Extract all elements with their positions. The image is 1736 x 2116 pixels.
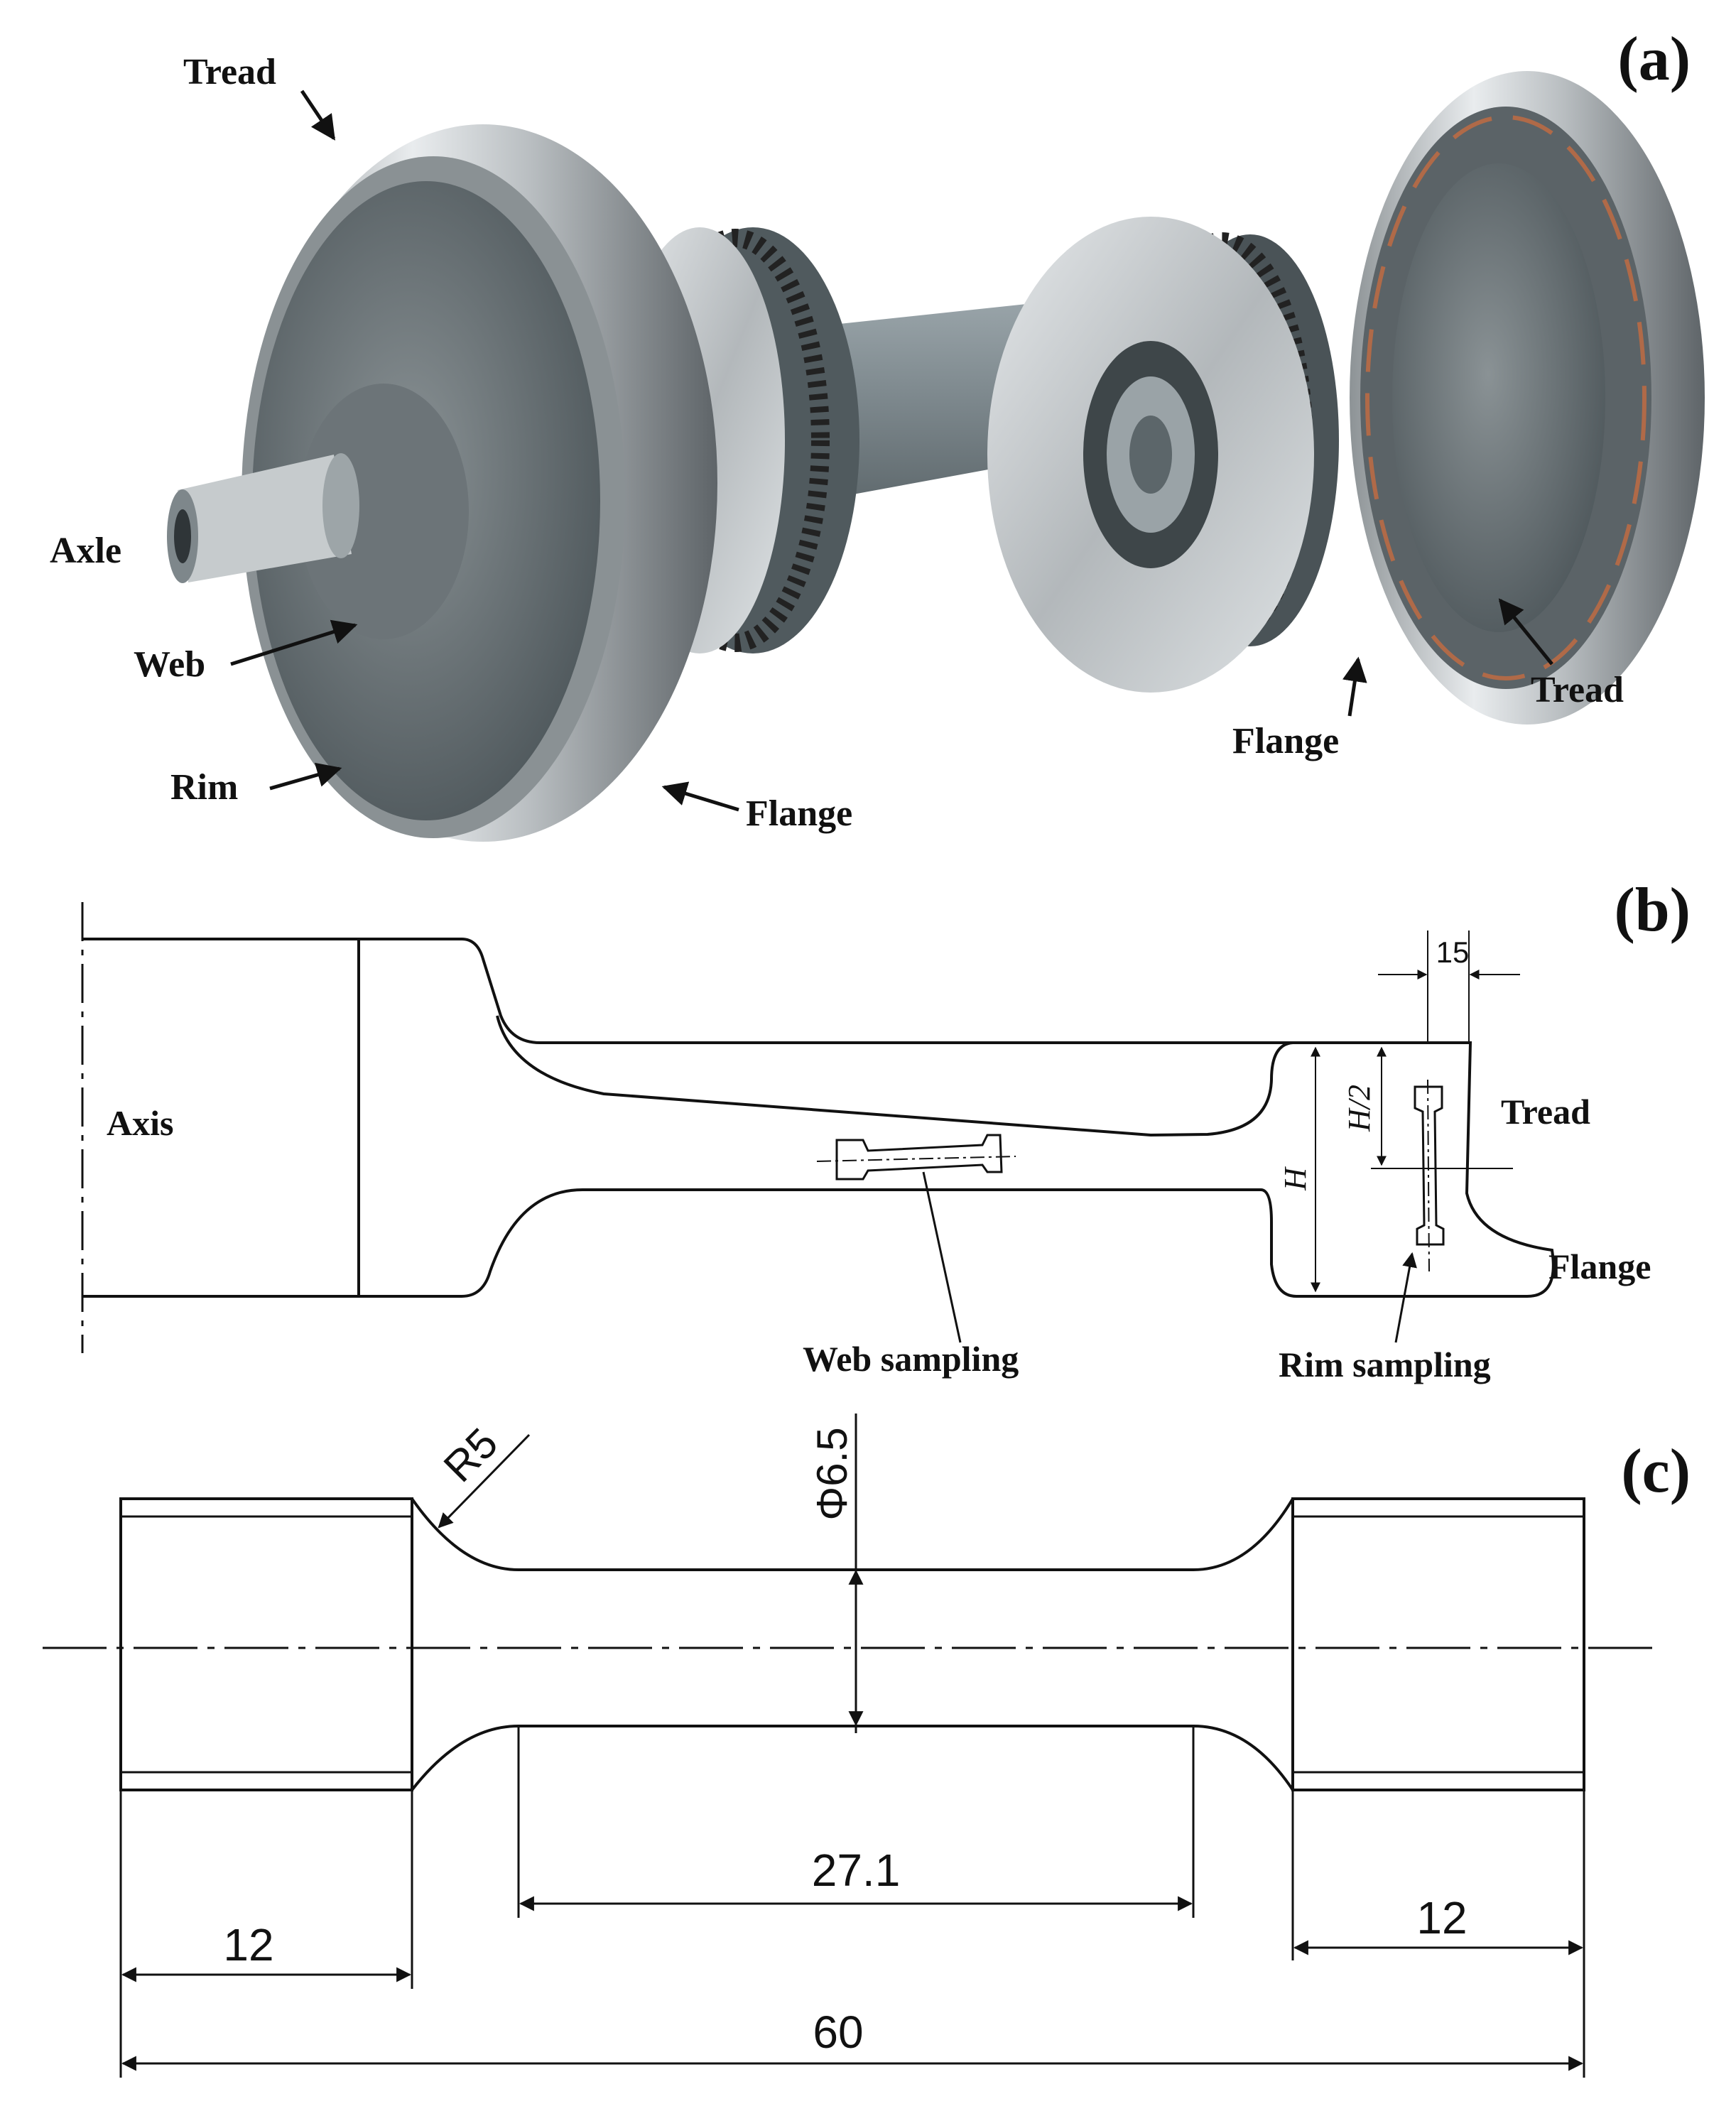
label-rim: Rim [170, 767, 238, 808]
dim-phi: Φ6.5 [808, 1414, 864, 1733]
svg-text:H/2: H/2 [1342, 1085, 1377, 1132]
svg-text:15: 15 [1436, 935, 1470, 969]
arrow-icon [269, 762, 342, 791]
arrow-icon [1342, 656, 1367, 717]
svg-text:27.1: 27.1 [812, 1845, 901, 1896]
label-web-sampling: Web sampling [803, 1339, 1019, 1379]
web-sampling-leader [922, 1171, 962, 1343]
dim-gauge-length: 27.1 [517, 1726, 1195, 1918]
arrow-icon [230, 619, 358, 666]
label-tread-left: Tread [183, 52, 276, 92]
label-web: Web [134, 644, 205, 685]
arrow-icon [300, 89, 336, 141]
label-axis: Axis [107, 1103, 173, 1143]
dim-grip-left: 12 [119, 1790, 413, 2078]
panel-c-tag: (c) [1621, 1437, 1691, 1506]
svg-text:H: H [1278, 1166, 1313, 1191]
label-flange-right: Flange [1232, 721, 1339, 761]
panel-c-specimen-drawing: (c) R5 Φ6.5 [43, 1414, 1691, 2078]
panel-b-tag: (b) [1614, 876, 1691, 945]
panel-b-section: (b) Axis Tread Flange Web sampling Rim s… [81, 876, 1691, 1384]
left-grip [119, 1497, 413, 1791]
svg-text:Φ6.5: Φ6.5 [808, 1427, 856, 1520]
rim-sampling-leader [1394, 1252, 1417, 1343]
web-specimen [816, 1134, 1016, 1181]
web-rim-bottom-outline [82, 1041, 1555, 1298]
right-brake-disc [987, 217, 1339, 693]
dim-grip-right: 12 [1291, 1790, 1585, 2078]
right-wheel [1350, 71, 1705, 725]
right-grip [1291, 1497, 1585, 1791]
dim-h: H [1278, 1046, 1320, 1293]
panel-a-tag: (a) [1617, 25, 1691, 94]
arrow-icon [661, 781, 739, 812]
label-flange-left: Flange [746, 793, 852, 834]
svg-text:60: 60 [813, 2007, 863, 2058]
label-flange: Flange [1548, 1247, 1651, 1286]
dim-r5: R5 [435, 1419, 531, 1529]
svg-text:12: 12 [223, 1919, 273, 1970]
label-tread: Tread [1501, 1092, 1590, 1132]
svg-text:R5: R5 [435, 1419, 507, 1492]
label-tread-right: Tread [1531, 670, 1624, 710]
dim-h2: H/2 [1342, 1046, 1513, 1169]
arrow-icon [1498, 598, 1553, 666]
dim-15: 15 [1378, 931, 1520, 1044]
label-axle: Axle [50, 531, 121, 571]
svg-text:12: 12 [1416, 1892, 1467, 1943]
panel-a-annotations: (a) Tread Axle Web Rim Flange Flange Tre… [50, 25, 1691, 834]
gauge-bottom-outline [411, 1725, 1294, 1791]
axle-journal [178, 455, 352, 582]
label-rim-sampling: Rim sampling [1279, 1345, 1491, 1384]
left-wheel [167, 124, 717, 842]
hub-web-top-outline [82, 938, 1293, 1137]
dim-total: 60 [121, 2007, 1584, 2071]
wheelset-photo [167, 71, 1705, 842]
rim-specimen [1414, 1079, 1445, 1272]
